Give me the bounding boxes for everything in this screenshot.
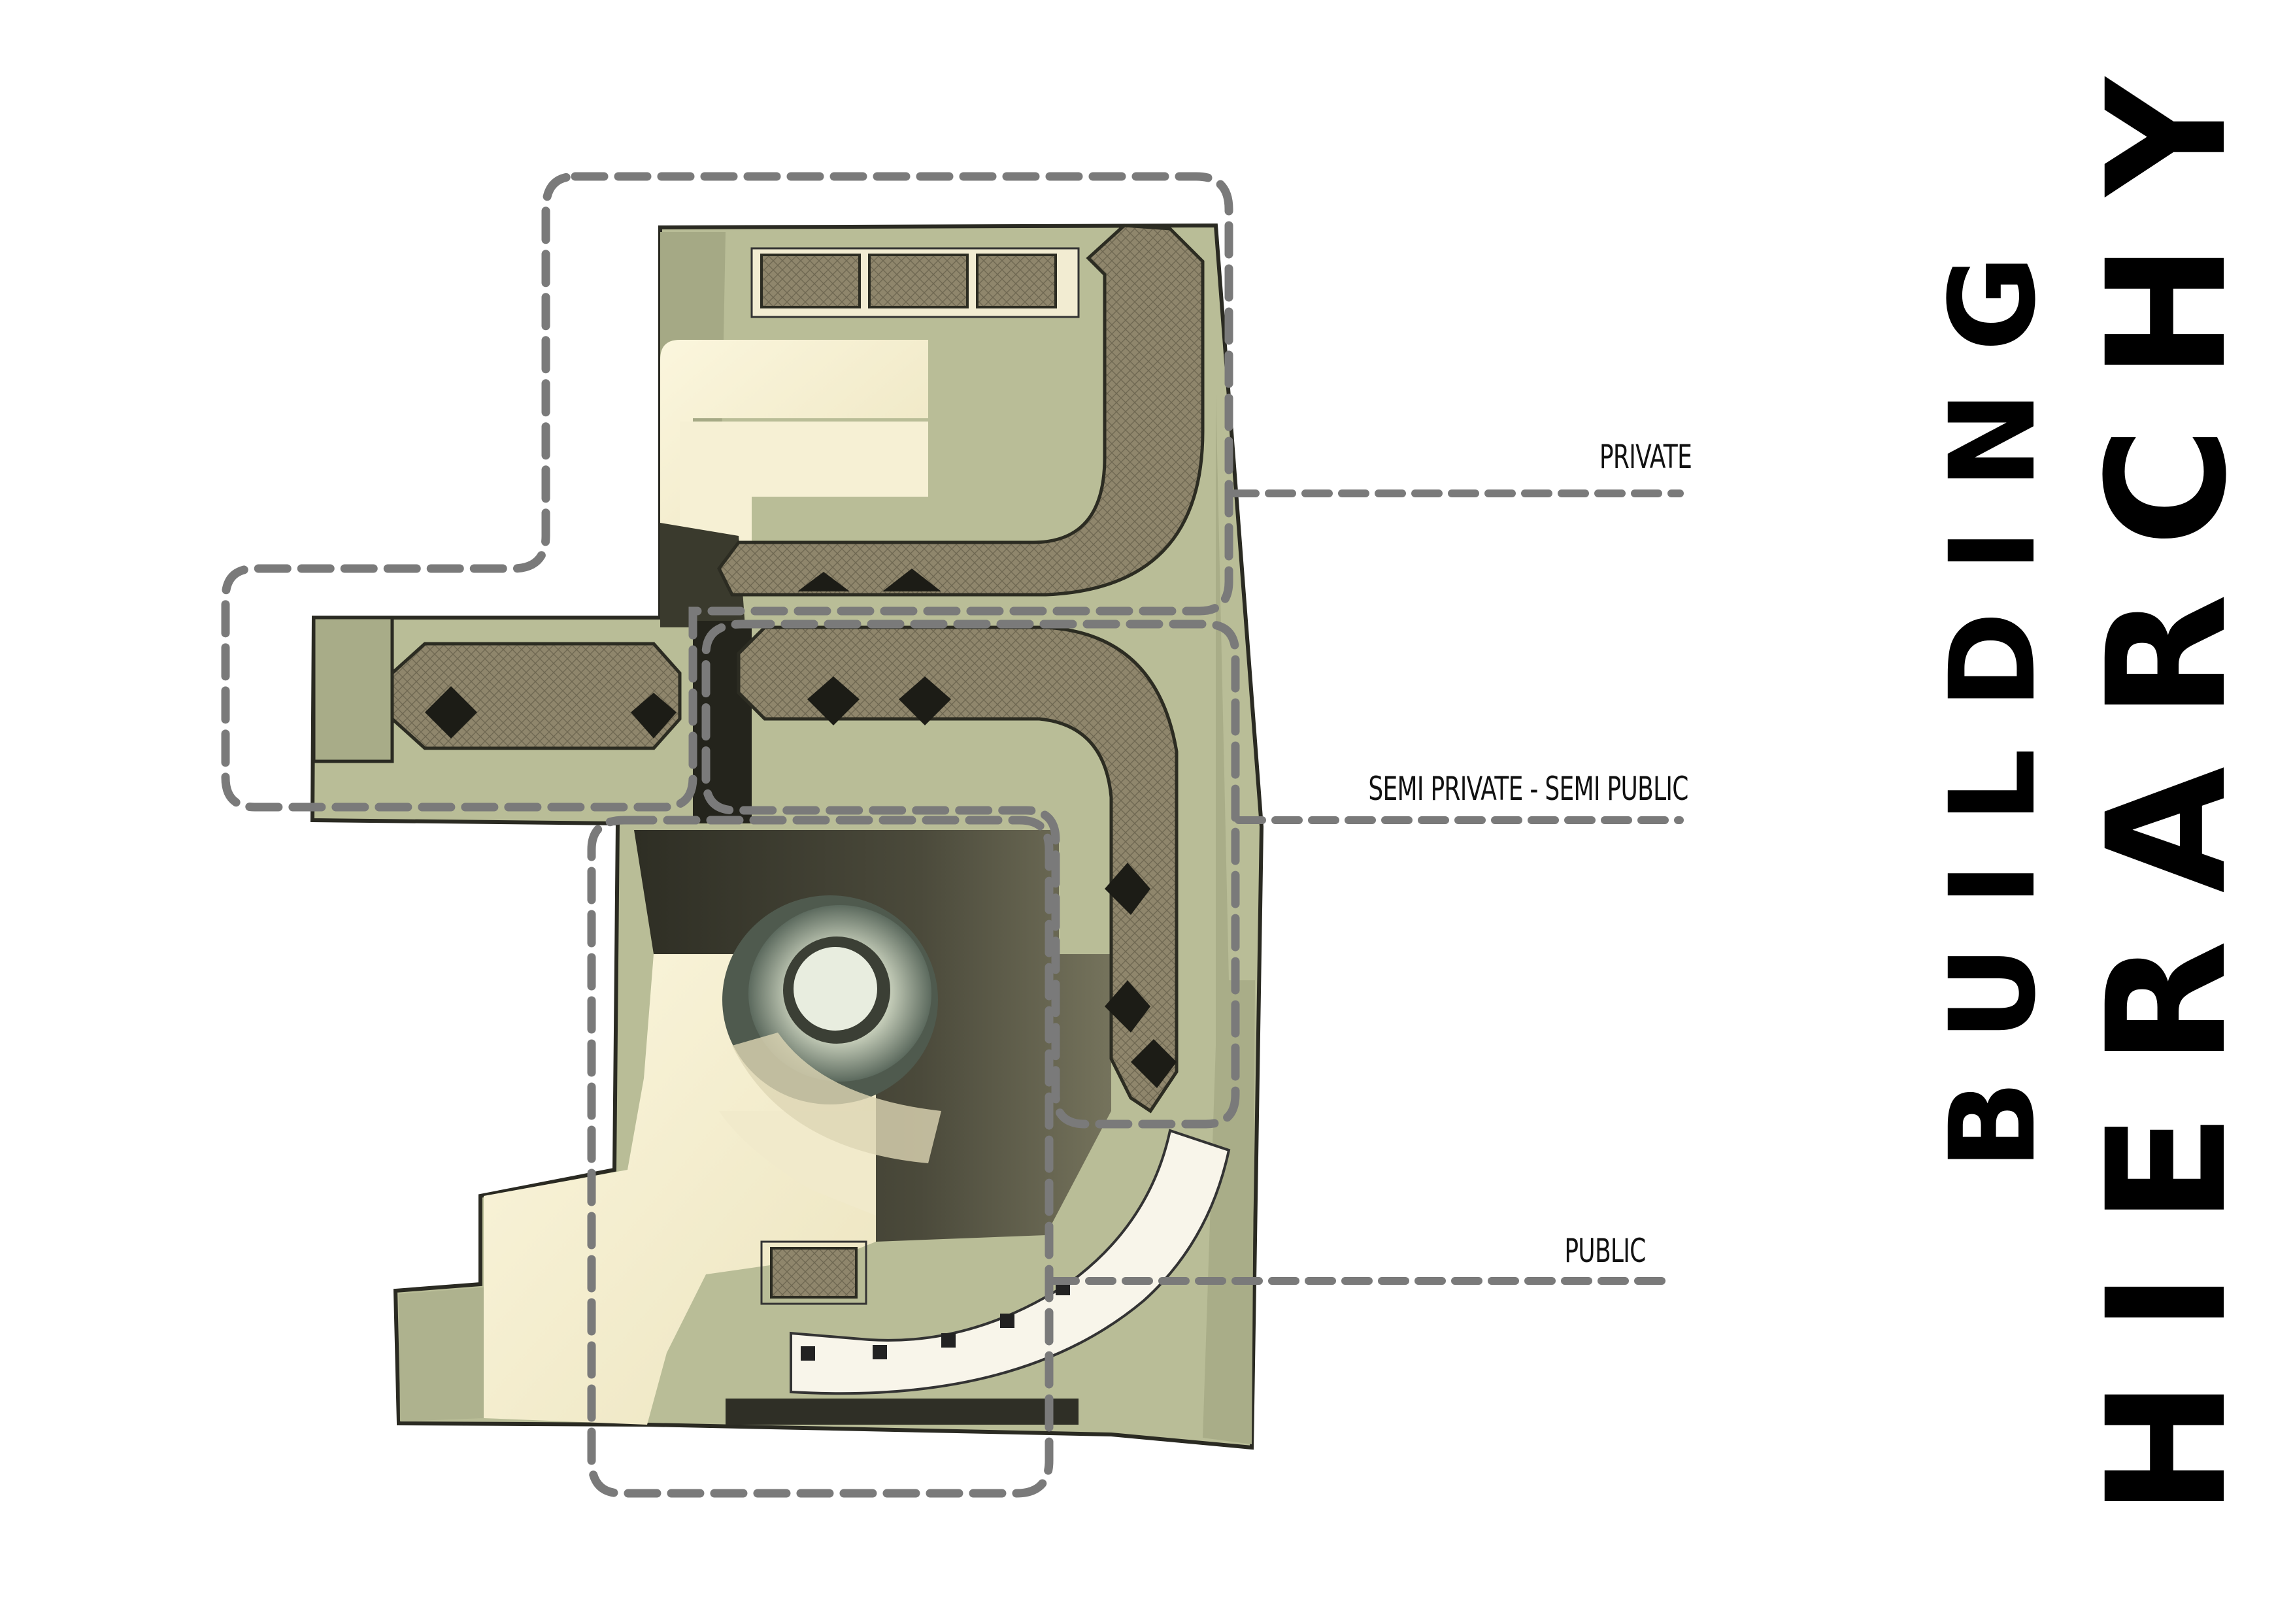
title-hierarchy: HIERARCHY (2072, 31, 2262, 1516)
private-zone-label: PRIVATE (1599, 438, 1692, 476)
public-zone-label: PUBLIC (1565, 1232, 1646, 1270)
title-building: BUILDING (1925, 216, 2062, 1170)
semi-zone-label: SEMI PRIVATE - SEMI PUBLIC (1369, 770, 1688, 808)
